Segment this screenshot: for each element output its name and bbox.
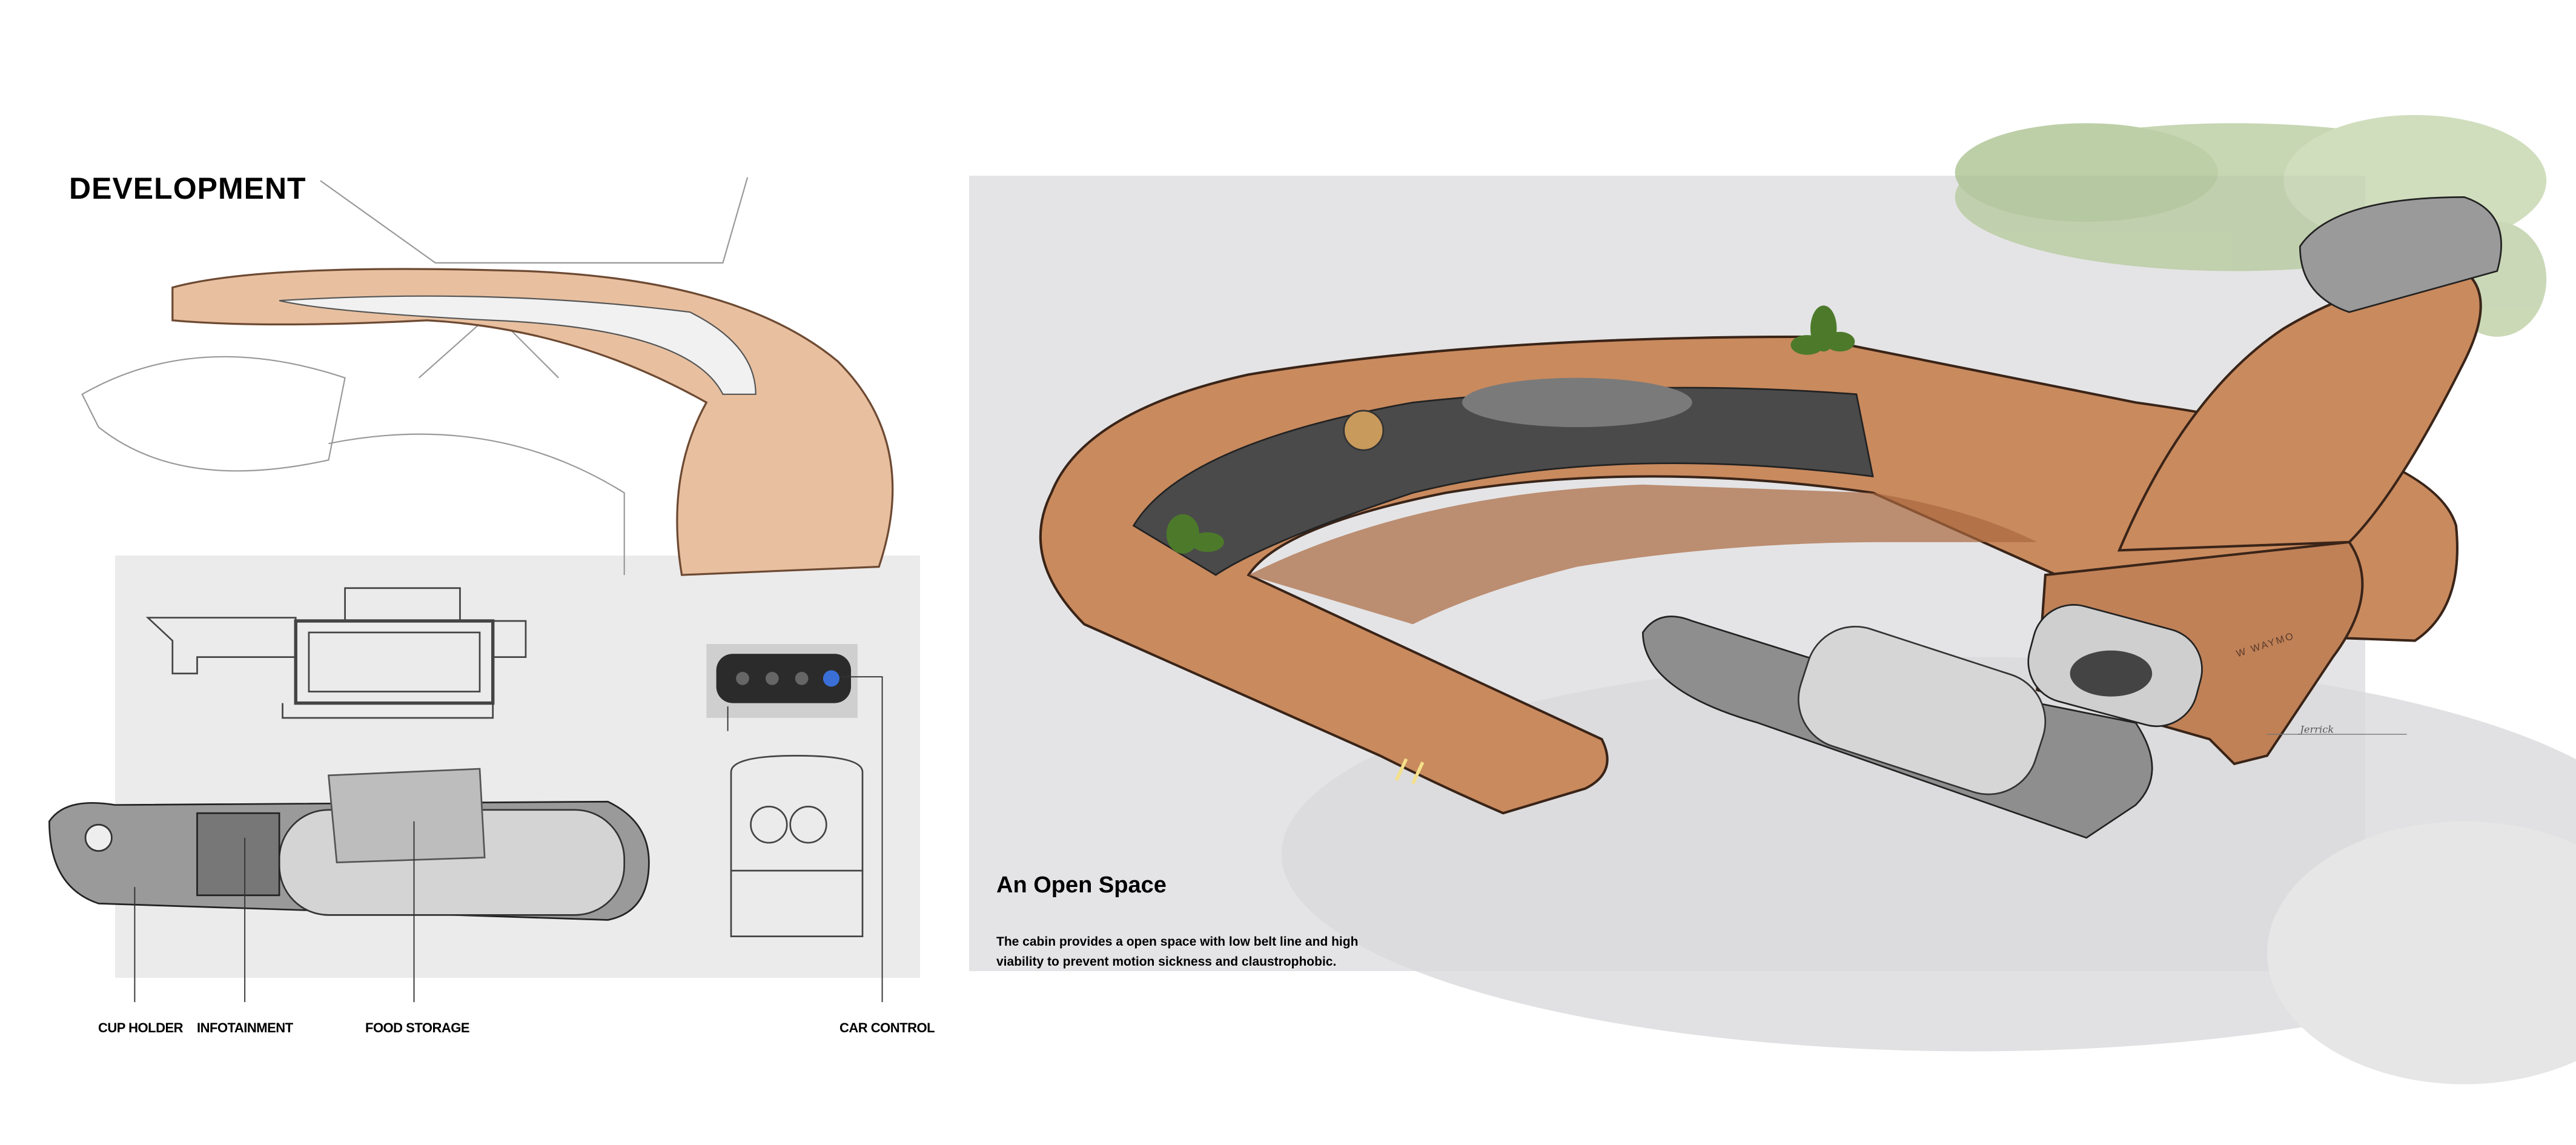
plant-icon <box>1790 305 1855 355</box>
plant-icon <box>1166 514 1224 554</box>
label-cup-holder: CUP HOLDER <box>98 1020 184 1035</box>
console-top-surface <box>279 295 757 395</box>
console-sketch <box>81 177 749 576</box>
console-inner-surface <box>1132 387 1874 576</box>
feature-title: An Open Space <box>996 872 1167 898</box>
floor-shadow-right <box>2267 821 2576 1084</box>
page-title: DEVELOPMENT <box>69 171 306 205</box>
fabric-seat-module <box>1642 604 2203 839</box>
seat-headrest <box>2299 196 2502 313</box>
callout-lines <box>134 676 883 1003</box>
cup-holder-top-view <box>730 754 864 937</box>
section-drawing <box>145 587 527 719</box>
console-knob <box>1343 410 1385 451</box>
signature: Jerrick <box>2298 723 2334 735</box>
feature-description: The cabin provides a open space with low… <box>996 935 1359 969</box>
console-screen <box>1462 377 1692 428</box>
label-car-control: CAR CONTROL <box>839 1020 935 1035</box>
label-infotainment: INFOTAINMENT <box>197 1020 293 1035</box>
light-indicator <box>1395 758 1425 785</box>
console-inner-wood <box>1248 484 2038 625</box>
label-food-storage: FOOD STORAGE <box>365 1020 470 1035</box>
side-module-render <box>48 768 650 921</box>
